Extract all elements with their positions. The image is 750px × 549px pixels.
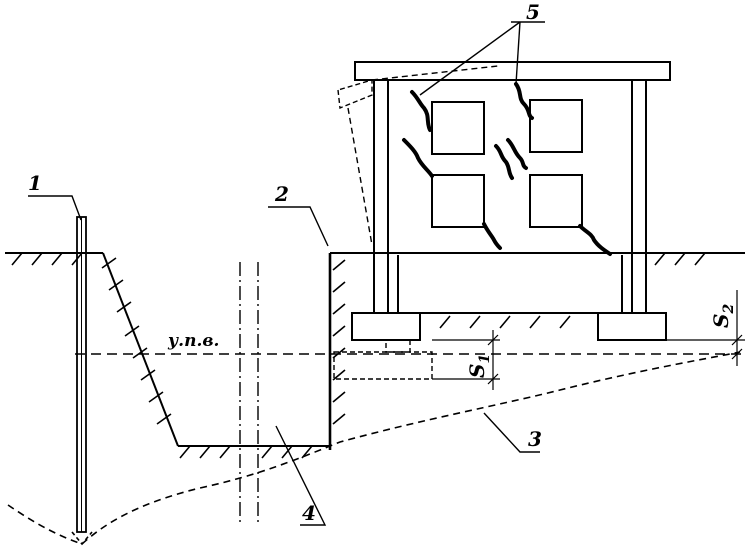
svg-text:S2: S2: [709, 304, 737, 328]
excavation-pit: [101, 252, 330, 459]
label-pipe: 1: [28, 171, 42, 195]
label-water-level: у.п.в.: [167, 331, 219, 351]
leader-lines: [28, 21, 545, 526]
label-s2: S2: [709, 304, 737, 328]
label-s1: S1: [465, 354, 493, 378]
settlement-s1-dimension: [432, 330, 500, 390]
sheet-pile-wall: [328, 253, 346, 450]
settlement-s2-dimension: [666, 290, 745, 366]
label-trench: 4: [302, 501, 316, 525]
label-cracks: 5: [526, 0, 540, 24]
svg-text:S1: S1: [465, 354, 493, 378]
building: [333, 61, 671, 380]
depression-curve: [7, 351, 741, 545]
trench-axis-lines: [239, 262, 259, 522]
well-pipe: [71, 216, 93, 546]
cracks: [402, 82, 612, 256]
label-sheet-wall: 2: [274, 182, 289, 206]
label-depression-curve: 3: [528, 427, 542, 451]
labels: 1 2 3 4 5 у.п.в. S1 S2: [28, 0, 737, 525]
